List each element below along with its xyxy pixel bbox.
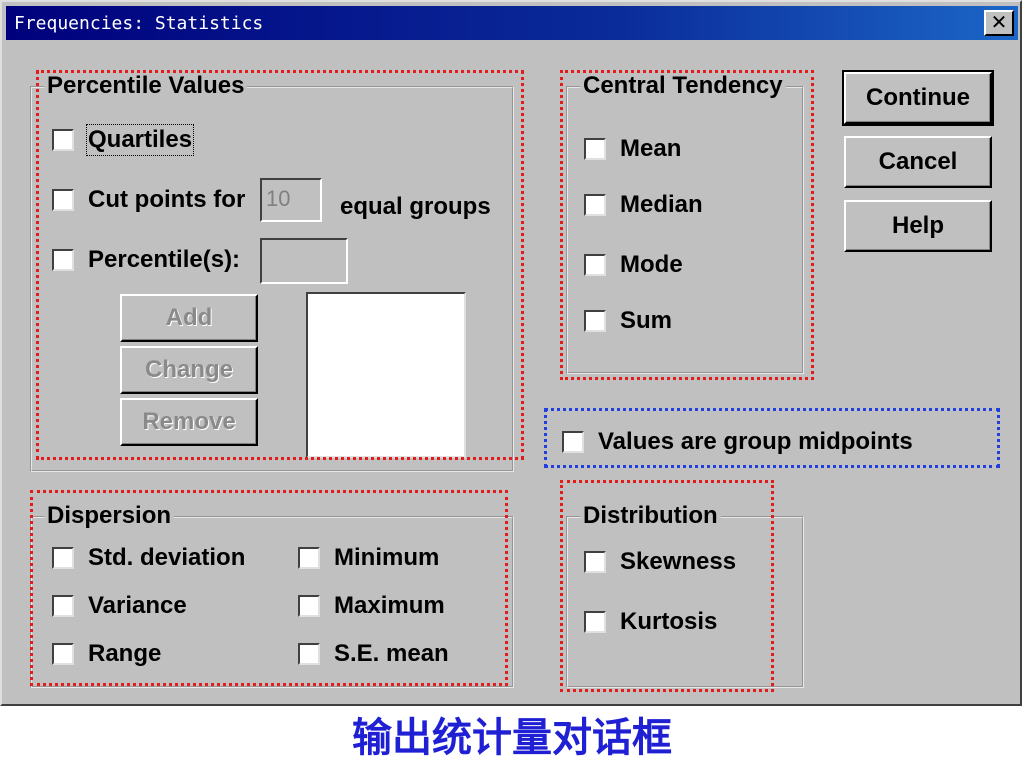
statistics-dialog: Frequencies: Statistics ✕ Percentile Val… (0, 0, 1022, 706)
sum-checkbox-box[interactable] (584, 310, 606, 332)
kurtosis-label: Kurtosis (620, 608, 718, 635)
group-midpoints-checkbox[interactable]: Values are group midpoints (562, 428, 913, 456)
percentile-values-group: Percentile Values (30, 73, 514, 472)
maximum-checkbox[interactable]: Maximum (298, 592, 445, 620)
mean-label: Mean (620, 135, 682, 162)
group-midpoints-checkbox-box[interactable] (562, 431, 584, 453)
percentiles-checkbox[interactable]: Percentile(s): (52, 246, 240, 274)
distribution-legend: Distribution (580, 503, 721, 529)
percentiles-listbox[interactable] (306, 292, 466, 458)
range-checkbox[interactable]: Range (52, 640, 161, 668)
cut-points-checkbox[interactable]: Cut points for (52, 186, 245, 214)
cancel-button[interactable]: Cancel (844, 136, 992, 188)
minimum-checkbox[interactable]: Minimum (298, 544, 439, 572)
quartiles-checkbox[interactable]: Quartiles (52, 124, 195, 156)
cut-points-input[interactable]: 10 (260, 178, 322, 222)
minimum-checkbox-box[interactable] (298, 547, 320, 569)
skewness-checkbox-box[interactable] (584, 551, 606, 573)
variance-label: Variance (88, 592, 187, 619)
percentiles-label: Percentile(s): (88, 246, 241, 273)
skewness-checkbox[interactable]: Skewness (584, 548, 736, 576)
mean-checkbox-box[interactable] (584, 138, 606, 160)
title-bar[interactable]: Frequencies: Statistics ✕ (6, 6, 1018, 40)
add-button[interactable]: Add (120, 294, 258, 342)
distribution-group: Distribution (566, 503, 804, 688)
dispersion-group: Dispersion (30, 503, 514, 688)
kurtosis-checkbox-box[interactable] (584, 611, 606, 633)
central-tendency-legend: Central Tendency (580, 73, 786, 99)
continue-button[interactable]: Continue (842, 70, 994, 126)
percentiles-input[interactable] (260, 238, 348, 284)
range-checkbox-box[interactable] (52, 643, 74, 665)
mean-checkbox[interactable]: Mean (584, 135, 681, 163)
maximum-label: Maximum (334, 592, 445, 619)
close-button[interactable]: ✕ (984, 10, 1014, 36)
variance-checkbox-box[interactable] (52, 595, 74, 617)
sum-checkbox[interactable]: Sum (584, 307, 672, 335)
std-deviation-checkbox[interactable]: Std. deviation (52, 544, 245, 572)
std-deviation-checkbox-box[interactable] (52, 547, 74, 569)
median-checkbox[interactable]: Median (584, 191, 703, 219)
median-label: Median (620, 191, 703, 218)
variance-checkbox[interactable]: Variance (52, 592, 187, 620)
cut-points-label: Cut points for (88, 186, 246, 213)
sum-label: Sum (620, 307, 673, 334)
skewness-label: Skewness (620, 548, 737, 575)
help-button[interactable]: Help (844, 200, 992, 252)
se-mean-checkbox[interactable]: S.E. mean (298, 640, 449, 668)
window-title: Frequencies: Statistics (14, 13, 264, 34)
mode-label: Mode (620, 251, 683, 278)
change-button[interactable]: Change (120, 346, 258, 394)
mode-checkbox[interactable]: Mode (584, 251, 683, 279)
mode-checkbox-box[interactable] (584, 254, 606, 276)
std-deviation-label: Std. deviation (88, 544, 246, 571)
remove-button[interactable]: Remove (120, 398, 258, 446)
equal-groups-label: equal groups (340, 193, 491, 220)
se-mean-checkbox-box[interactable] (298, 643, 320, 665)
percentiles-checkbox-box[interactable] (52, 249, 74, 271)
group-midpoints-label: Values are group midpoints (598, 428, 913, 455)
cut-points-checkbox-box[interactable] (52, 189, 74, 211)
median-checkbox-box[interactable] (584, 194, 606, 216)
minimum-label: Minimum (334, 544, 440, 571)
maximum-checkbox-box[interactable] (298, 595, 320, 617)
se-mean-label: S.E. mean (334, 640, 449, 667)
percentile-values-legend: Percentile Values (44, 73, 248, 99)
quartiles-label: Quartiles (85, 124, 195, 156)
close-icon: ✕ (990, 10, 1008, 34)
central-tendency-group: Central Tendency (566, 73, 804, 374)
dispersion-legend: Dispersion (44, 503, 175, 529)
slide-caption: 输出统计量对话框 (352, 715, 672, 761)
kurtosis-checkbox[interactable]: Kurtosis (584, 608, 717, 636)
range-label: Range (88, 640, 162, 667)
quartiles-checkbox-box[interactable] (52, 129, 74, 151)
